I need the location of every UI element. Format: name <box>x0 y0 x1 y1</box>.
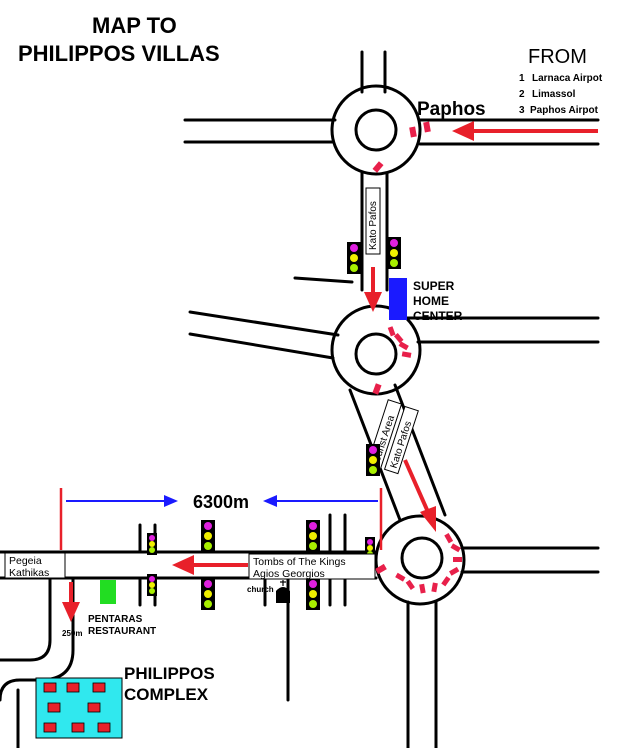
arrow-from-paphos <box>452 121 598 141</box>
arrow-westward <box>172 555 248 575</box>
from-item-1-label: Larnaca Airpot <box>532 73 603 84</box>
traffic-light-4 <box>147 533 157 555</box>
sign-tombs: Tombs of The Kings Agios Georgios <box>248 553 376 580</box>
label-center: CENTER <box>413 309 463 323</box>
traffic-light-10 <box>306 578 320 610</box>
from-heading: FROM <box>528 46 587 68</box>
label-pentaras: PENTARAS <box>88 614 143 625</box>
super-home-center-building <box>389 278 407 320</box>
traffic-light-3 <box>366 444 380 476</box>
from-item-3-num: 3 <box>519 105 525 116</box>
label-kathikas: Kathikas <box>9 567 49 579</box>
sign-kato-pafos: Kato Pafos <box>365 187 381 255</box>
traffic-light-9 <box>201 578 215 610</box>
label-250m: 250m <box>62 629 82 638</box>
philippos-complex <box>35 677 123 739</box>
label-philippos: PHILIPPOS <box>124 664 215 683</box>
traffic-light-2 <box>387 237 401 269</box>
label-super: SUPER <box>413 279 455 293</box>
title-line2: PHILIPPOS VILLAS <box>18 41 220 66</box>
traffic-light-6 <box>306 520 320 552</box>
arrow-to-complex <box>62 582 80 622</box>
from-item-1-num: 1 <box>519 73 525 84</box>
arrow-to-middle-roundabout <box>364 267 382 312</box>
label-church: church <box>247 585 274 594</box>
roundabout-bottom-dashes <box>375 533 462 594</box>
label-kato-pafos: Kato Pafos <box>368 201 379 250</box>
sign-pegeia: Pegeia Kathikas <box>4 552 66 579</box>
traffic-light-8 <box>147 574 157 596</box>
from-item-2-num: 2 <box>519 89 525 100</box>
traffic-light-5 <box>201 520 215 552</box>
label-complex: COMPLEX <box>124 685 209 704</box>
label-tombs-line1: Tombs of The Kings <box>253 556 346 568</box>
roundabout-middle-dashes <box>372 326 412 395</box>
label-paphos: Paphos <box>417 99 486 120</box>
label-restaurant: RESTAURANT <box>88 626 156 637</box>
label-tombs-line2: Agios Georgios <box>253 568 325 580</box>
distance-6300-indicator: 6300m <box>59 488 383 550</box>
roundabout-top-dashes <box>372 121 431 173</box>
church-icon <box>276 580 290 603</box>
roads <box>0 50 600 748</box>
label-pegeia: Pegeia <box>9 555 42 567</box>
from-item-3-label: Paphos Airpot <box>530 105 599 116</box>
arrow-to-bottom-roundabout <box>403 459 436 532</box>
traffic-light-1 <box>347 242 361 274</box>
title-line1: MAP TO <box>92 13 177 38</box>
label-distance-6300: 6300m <box>193 492 249 512</box>
from-item-2-label: Limassol <box>532 89 576 100</box>
pentaras-restaurant-building <box>100 580 116 604</box>
label-home: HOME <box>413 294 449 308</box>
